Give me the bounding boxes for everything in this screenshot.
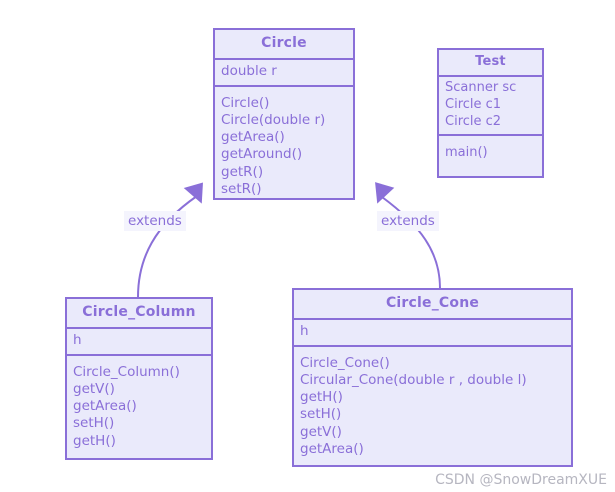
watermark-text: CSDN @SnowDreamXUE bbox=[435, 472, 607, 488]
attribute-row: h bbox=[73, 332, 82, 349]
method-row: getH() bbox=[73, 432, 116, 449]
method-row: Circle_Column() bbox=[73, 363, 180, 380]
method-row: getArea() bbox=[221, 129, 285, 146]
method-row: getArea() bbox=[300, 440, 364, 457]
uml-class-test-methods: main() bbox=[439, 136, 542, 168]
edge-label-extends-left: extends bbox=[124, 211, 186, 231]
uml-class-circle[interactable]: Circle double r Circle() Circle(double r… bbox=[213, 28, 355, 200]
extends-line-right bbox=[381, 196, 441, 289]
uml-class-circle-cone-attributes: h bbox=[294, 320, 571, 347]
uml-class-circle-column-methods: Circle_Column() getV() getArea() setH() … bbox=[67, 356, 211, 456]
method-row: main() bbox=[445, 145, 488, 161]
method-row: Circle_Cone() bbox=[300, 354, 390, 371]
method-row: getAround() bbox=[221, 146, 303, 163]
method-row: setH() bbox=[73, 415, 115, 432]
method-row: setR() bbox=[221, 180, 262, 197]
uml-class-test[interactable]: Test Scanner sc Circle c1 Circle c2 main… bbox=[437, 48, 544, 178]
uml-class-circle-column-attributes: h bbox=[67, 329, 211, 356]
method-row: setH() bbox=[300, 406, 342, 423]
uml-class-circle-title: Circle bbox=[215, 30, 353, 61]
method-row: getV() bbox=[300, 423, 342, 440]
method-row: Circular_Cone(double r , double l) bbox=[300, 371, 527, 388]
attribute-row: Circle c2 bbox=[445, 113, 502, 129]
attribute-row: double r bbox=[221, 63, 277, 80]
method-row: getH() bbox=[300, 389, 343, 406]
attribute-row: Circle c1 bbox=[445, 96, 502, 112]
uml-class-test-attributes: Scanner sc Circle c1 Circle c2 bbox=[439, 77, 542, 137]
uml-class-circle-column[interactable]: Circle_Column h Circle_Column() getV() g… bbox=[65, 297, 213, 460]
uml-class-circle-attributes: double r bbox=[215, 60, 353, 87]
inheritance-arrowhead-left bbox=[183, 182, 203, 204]
uml-class-circle-column-title: Circle_Column bbox=[67, 299, 211, 330]
method-row: getArea() bbox=[73, 398, 137, 415]
uml-class-circle-cone-methods: Circle_Cone() Circular_Cone(double r , d… bbox=[294, 347, 571, 465]
method-row: Circle(double r) bbox=[221, 111, 326, 128]
uml-class-circle-cone[interactable]: Circle_Cone h Circle_Cone() Circular_Con… bbox=[292, 288, 573, 467]
method-row: getR() bbox=[221, 163, 264, 180]
uml-class-test-title: Test bbox=[439, 50, 542, 78]
inheritance-arrowhead-right bbox=[375, 182, 395, 204]
method-row: getV() bbox=[73, 380, 115, 397]
uml-class-circle-methods: Circle() Circle(double r) getArea() getA… bbox=[215, 87, 353, 205]
attribute-row: Scanner sc bbox=[445, 80, 517, 96]
attribute-row: h bbox=[300, 323, 309, 340]
uml-class-circle-cone-title: Circle_Cone bbox=[294, 290, 571, 321]
extends-line-left bbox=[137, 195, 198, 298]
method-row: Circle() bbox=[221, 94, 270, 111]
edge-label-extends-right: extends bbox=[377, 211, 439, 231]
